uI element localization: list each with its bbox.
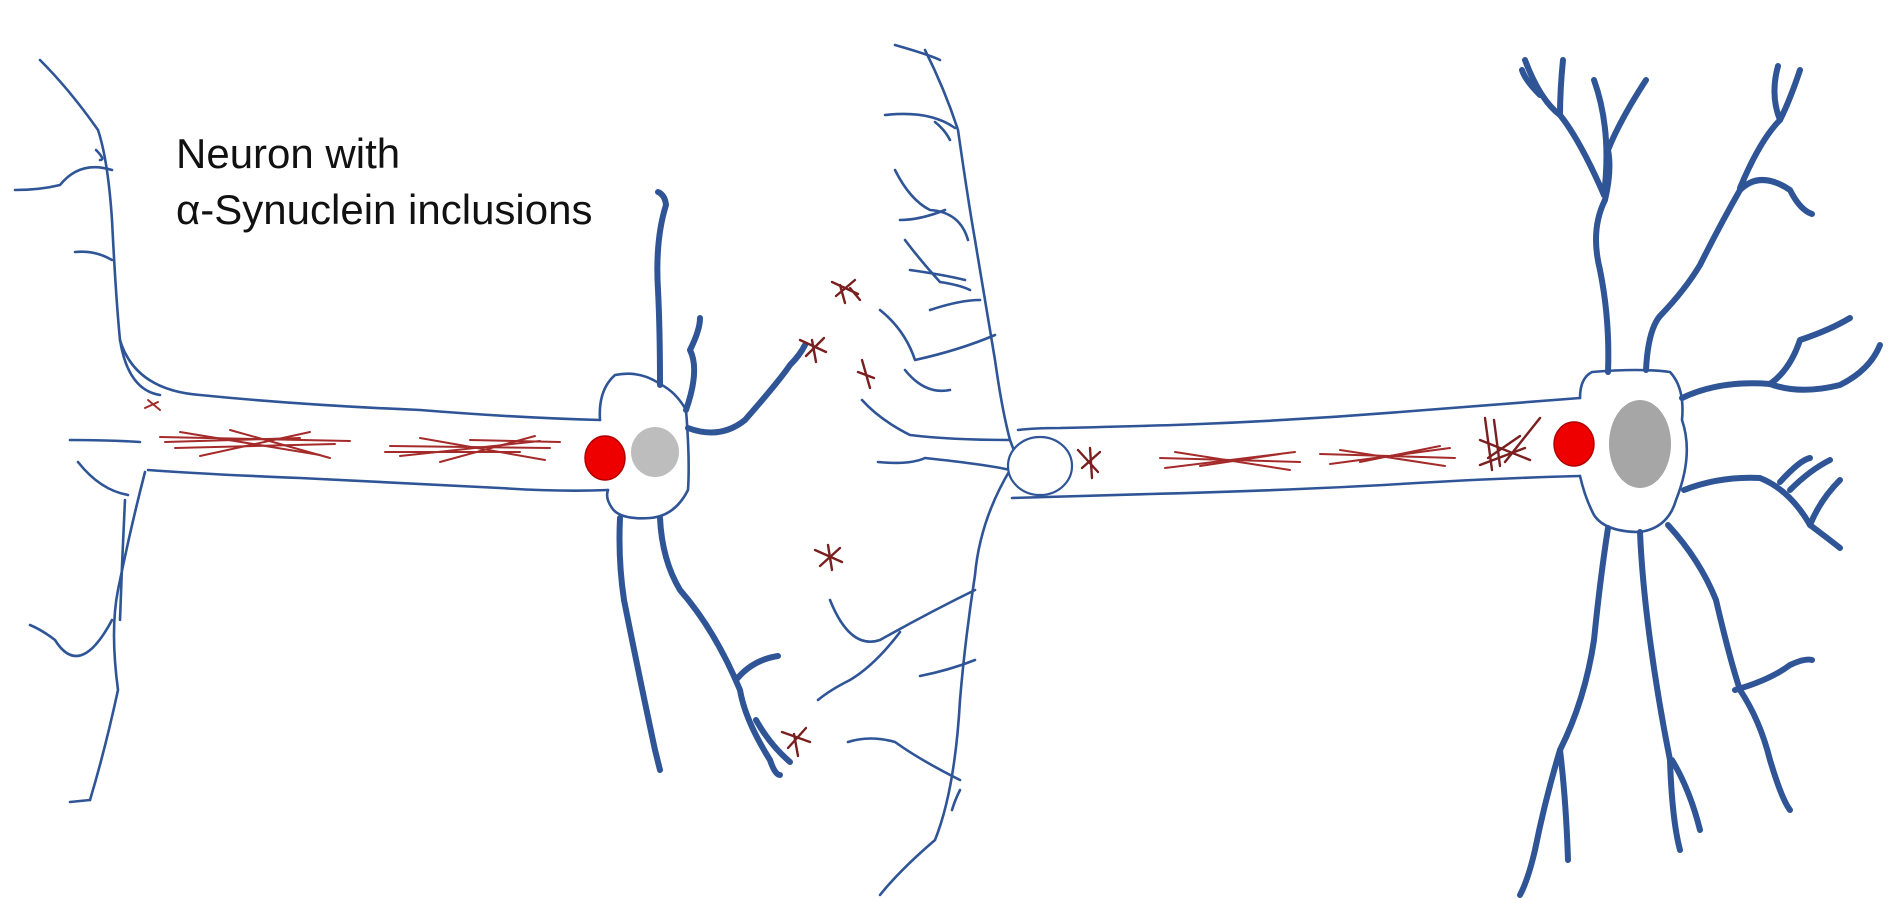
right-neuron-dendrites <box>818 45 1040 895</box>
left-inclusion-body <box>585 436 625 480</box>
left-neuron-dendrites <box>15 60 160 802</box>
right-neuron <box>818 45 1880 895</box>
right-nucleus <box>1609 400 1671 488</box>
aggregate-4 <box>815 545 842 570</box>
right-neuron-soma <box>1554 370 1687 532</box>
aggregate-1 <box>832 280 860 303</box>
right-inclusion-body <box>1554 422 1594 466</box>
left-axon-fibrils <box>145 400 560 462</box>
aggregate-3 <box>858 360 874 388</box>
right-neuron-processes <box>1520 60 1880 895</box>
aggregate-5 <box>782 728 810 756</box>
right-neuron-axon <box>1012 398 1580 498</box>
receptor-bouton <box>1008 437 1072 495</box>
left-neuron-processes <box>620 192 806 775</box>
left-neuron-axon <box>120 340 608 491</box>
left-nucleus <box>631 427 679 477</box>
left-neuron <box>15 60 805 802</box>
left-neuron-soma <box>585 374 689 519</box>
extracellular-aggregates <box>782 280 874 756</box>
